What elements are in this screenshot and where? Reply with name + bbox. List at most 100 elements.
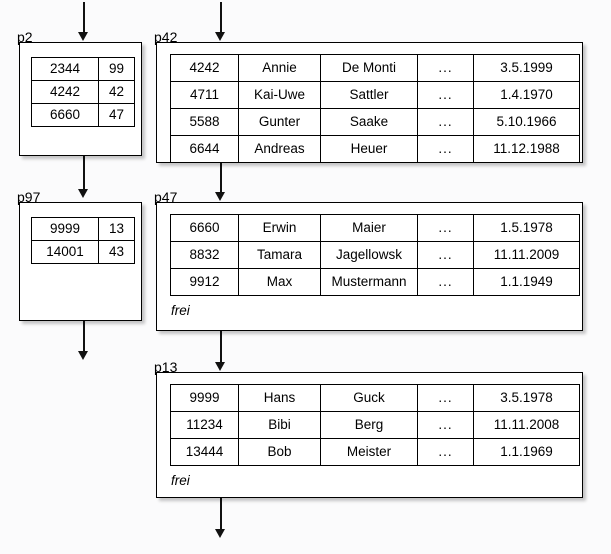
record-last-name: Maier [320, 214, 418, 242]
page-label-p2: p2 [17, 29, 33, 45]
record-last-name: Sattler [320, 81, 418, 109]
table-row[interactable]: 4242 42 [31, 80, 135, 104]
table-row[interactable]: 6644 Andreas Heuer ... 11.12.1988 [170, 135, 580, 163]
arrow-line [83, 320, 85, 352]
record-more: ... [417, 54, 474, 82]
arrow-head-icon [215, 529, 226, 538]
table-row[interactable]: 9999 Hans Guck ... 3.5.1978 [170, 384, 580, 412]
record-date: 3.5.1978 [473, 384, 580, 412]
table-row[interactable]: 9912 Max Mustermann ... 1.1.1949 [170, 268, 580, 296]
record-id: 9912 [170, 268, 239, 296]
table-row[interactable]: 5588 Gunter Saake ... 5.10.1966 [170, 108, 580, 136]
arrow-line [220, 2, 222, 33]
arrow-head-icon [215, 32, 226, 41]
arrow-line [83, 2, 85, 33]
index-key: 9999 [31, 217, 99, 241]
page-label-p42: p42 [154, 29, 178, 45]
table-row[interactable]: 4242 Annie De Monti ... 3.5.1999 [170, 54, 580, 82]
record-first-name: Max [238, 268, 321, 296]
record-id: 13444 [170, 438, 239, 466]
free-space-label-p13: frei [171, 473, 190, 488]
record-id: 6660 [170, 214, 239, 242]
record-id: 4242 [170, 54, 239, 82]
record-last-name: Guck [320, 384, 418, 412]
record-more: ... [417, 268, 474, 296]
record-last-name: Saake [320, 108, 418, 136]
record-first-name: Bob [238, 438, 321, 466]
index-pointer: 13 [98, 217, 135, 241]
record-first-name: Hans [238, 384, 321, 412]
record-id: 8832 [170, 241, 239, 269]
page-label-p97: p97 [17, 189, 41, 205]
data-page-p42[interactable]: 4242 Annie De Monti ... 3.5.1999 4711 Ka… [156, 42, 583, 163]
record-date: 1.1.1949 [473, 268, 580, 296]
record-more: ... [417, 108, 474, 136]
record-date: 11.11.2009 [473, 241, 580, 269]
record-date: 1.1.1969 [473, 438, 580, 466]
record-id: 11234 [170, 411, 239, 439]
record-date: 11.11.2008 [473, 411, 580, 439]
record-more: ... [417, 241, 474, 269]
record-last-name: De Monti [320, 54, 418, 82]
record-id: 5588 [170, 108, 239, 136]
page-label-p13: p13 [154, 359, 178, 375]
data-page-p47[interactable]: 6660 Erwin Maier ... 1.5.1978 8832 Tamar… [156, 202, 583, 331]
record-id: 4711 [170, 81, 239, 109]
record-date: 3.5.1999 [473, 54, 580, 82]
record-first-name: Erwin [238, 214, 321, 242]
table-row[interactable]: 6660 Erwin Maier ... 1.5.1978 [170, 214, 580, 242]
record-first-name: Annie [238, 54, 321, 82]
index-pointer: 47 [98, 103, 135, 127]
arrow-line [220, 330, 222, 363]
table-row[interactable]: 8832 Tamara Jagellowsk ... 11.11.2009 [170, 241, 580, 269]
table-row[interactable]: 11234 Bibi Berg ... 11.11.2008 [170, 411, 580, 439]
data-table-p42: 4242 Annie De Monti ... 3.5.1999 4711 Ka… [170, 54, 580, 163]
record-last-name: Mustermann [320, 268, 418, 296]
record-last-name: Heuer [320, 135, 418, 163]
data-table-p47: 6660 Erwin Maier ... 1.5.1978 8832 Tamar… [170, 214, 580, 296]
index-page-p2[interactable]: 2344 99 4242 42 6660 47 [19, 42, 142, 156]
table-row[interactable]: 4711 Kai-Uwe Sattler ... 1.4.1970 [170, 81, 580, 109]
record-first-name: Kai-Uwe [238, 81, 321, 109]
record-last-name: Jagellowsk [320, 241, 418, 269]
arrow-head-icon [215, 362, 226, 371]
record-date: 1.5.1978 [473, 214, 580, 242]
index-key: 14001 [31, 240, 99, 264]
table-row[interactable]: 6660 47 [31, 103, 135, 127]
table-row[interactable]: 14001 43 [31, 240, 135, 264]
arrow-head-icon [78, 189, 89, 198]
arrow-head-icon [78, 32, 89, 41]
page-label-p47: p47 [154, 189, 178, 205]
table-row[interactable]: 2344 99 [31, 57, 135, 81]
index-key: 2344 [31, 57, 99, 81]
free-space-label-p47: frei [171, 303, 190, 318]
index-page-p97[interactable]: 9999 13 14001 43 [19, 202, 142, 321]
index-key: 4242 [31, 80, 99, 104]
record-more: ... [417, 214, 474, 242]
record-more: ... [417, 384, 474, 412]
index-pointer: 42 [98, 80, 135, 104]
record-first-name: Gunter [238, 108, 321, 136]
record-more: ... [417, 411, 474, 439]
record-more: ... [417, 438, 474, 466]
record-last-name: Meister [320, 438, 418, 466]
record-date: 5.10.1966 [473, 108, 580, 136]
record-last-name: Berg [320, 411, 418, 439]
arrow-line [220, 160, 222, 193]
record-first-name: Bibi [238, 411, 321, 439]
table-row[interactable]: 9999 13 [31, 217, 135, 241]
record-first-name: Tamara [238, 241, 321, 269]
index-table-p2: 2344 99 4242 42 6660 47 [31, 57, 135, 127]
record-more: ... [417, 135, 474, 163]
record-date: 11.12.1988 [473, 135, 580, 163]
data-page-p13[interactable]: 9999 Hans Guck ... 3.5.1978 11234 Bibi B… [156, 372, 583, 498]
data-table-p13: 9999 Hans Guck ... 3.5.1978 11234 Bibi B… [170, 384, 580, 466]
record-more: ... [417, 81, 474, 109]
index-table-p97: 9999 13 14001 43 [31, 217, 135, 264]
arrow-line [83, 155, 85, 190]
table-row[interactable]: 13444 Bob Meister ... 1.1.1969 [170, 438, 580, 466]
index-pointer: 99 [98, 57, 135, 81]
record-first-name: Andreas [238, 135, 321, 163]
index-key: 6660 [31, 103, 99, 127]
